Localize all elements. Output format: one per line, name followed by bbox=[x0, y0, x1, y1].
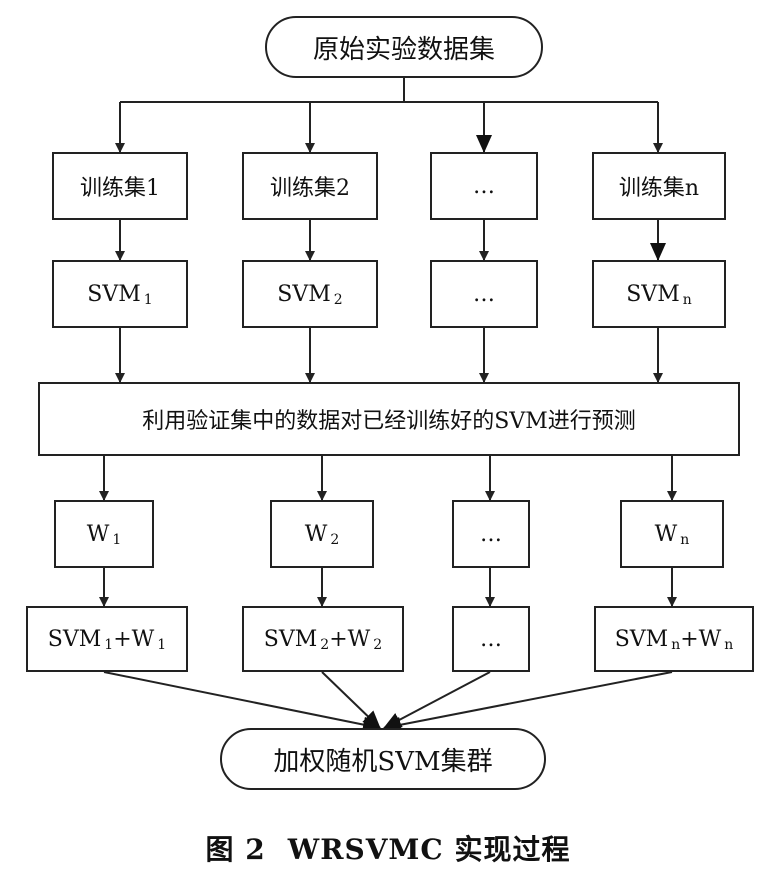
weight-n-sub: n bbox=[680, 532, 690, 548]
combined-2-a: SVM bbox=[263, 626, 318, 652]
arrow-c2-bottom bbox=[321, 671, 381, 729]
combined-n-a-sub: n bbox=[671, 637, 681, 653]
combined-1-plus: +W bbox=[113, 626, 155, 652]
combined-2-a-sub: 2 bbox=[320, 637, 330, 653]
node-original-dataset-label: 原始实验数据集 bbox=[312, 34, 495, 65]
node-combined-ellipsis: … bbox=[452, 606, 530, 672]
figure-caption-text: WRSVMC 实现过程 bbox=[287, 833, 571, 866]
combined-ellipsis-label: … bbox=[480, 626, 502, 652]
svm-1-sub: 1 bbox=[143, 292, 153, 308]
node-predict: 利用验证集中的数据对已经训练好的SVM进行预测 bbox=[38, 382, 740, 456]
weight-2-main: W bbox=[304, 521, 328, 547]
train-set-n-label: 训练集n bbox=[618, 176, 700, 201]
node-predict-label: 利用验证集中的数据对已经训练好的SVM进行预测 bbox=[142, 409, 636, 434]
combined-n-plus: +W bbox=[680, 626, 722, 652]
node-train-set-1: 训练集1 bbox=[52, 152, 188, 220]
node-train-set-ellipsis: … bbox=[430, 152, 538, 220]
svm-ellipsis-label: … bbox=[473, 281, 495, 307]
node-weighted-svm-cluster: 加权随机SVM集群 bbox=[220, 728, 546, 790]
svm-n-sub: n bbox=[682, 292, 692, 308]
node-train-set-2: 训练集2 bbox=[242, 152, 378, 220]
weight-1-main: W bbox=[86, 521, 110, 547]
combined-2-plus: +W bbox=[329, 626, 371, 652]
node-weight-ellipsis: … bbox=[452, 500, 530, 568]
train-set-ellipsis-label: … bbox=[473, 173, 495, 199]
node-svm-ellipsis: … bbox=[430, 260, 538, 328]
arrow-cn-bottom bbox=[383, 671, 673, 733]
svm-2-main: SVM bbox=[277, 281, 331, 307]
weight-n-main: W bbox=[654, 521, 678, 547]
weight-2-sub: 2 bbox=[330, 532, 340, 548]
arrow-c1-bottom bbox=[103, 671, 381, 733]
combined-2-b-sub: 2 bbox=[373, 637, 383, 653]
svm-1-main: SVM bbox=[87, 281, 141, 307]
train-set-1-label: 训练集1 bbox=[80, 176, 160, 201]
combined-1-a-sub: 1 bbox=[104, 637, 114, 653]
train-set-2-label: 训练集2 bbox=[270, 176, 350, 201]
node-original-dataset: 原始实验数据集 bbox=[265, 16, 543, 78]
arrow-c3-bottom bbox=[383, 671, 491, 729]
weight-ellipsis-label: … bbox=[480, 521, 502, 547]
combined-n-b-sub: n bbox=[724, 637, 734, 653]
node-weighted-svm-cluster-label: 加权随机SVM集群 bbox=[273, 746, 493, 777]
combined-1-b-sub: 1 bbox=[157, 637, 167, 653]
figure-caption-number: 图 2 bbox=[205, 833, 266, 866]
svm-n-main: SVM bbox=[626, 281, 680, 307]
svm-2-sub: 2 bbox=[333, 292, 343, 308]
combined-1-a: SVM bbox=[47, 626, 102, 652]
node-train-set-n: 训练集n bbox=[592, 152, 726, 220]
weight-1-sub: 1 bbox=[112, 532, 122, 548]
figure-caption: 图 2 WRSVMC 实现过程 bbox=[0, 828, 776, 868]
combined-n-a: SVM bbox=[614, 626, 669, 652]
